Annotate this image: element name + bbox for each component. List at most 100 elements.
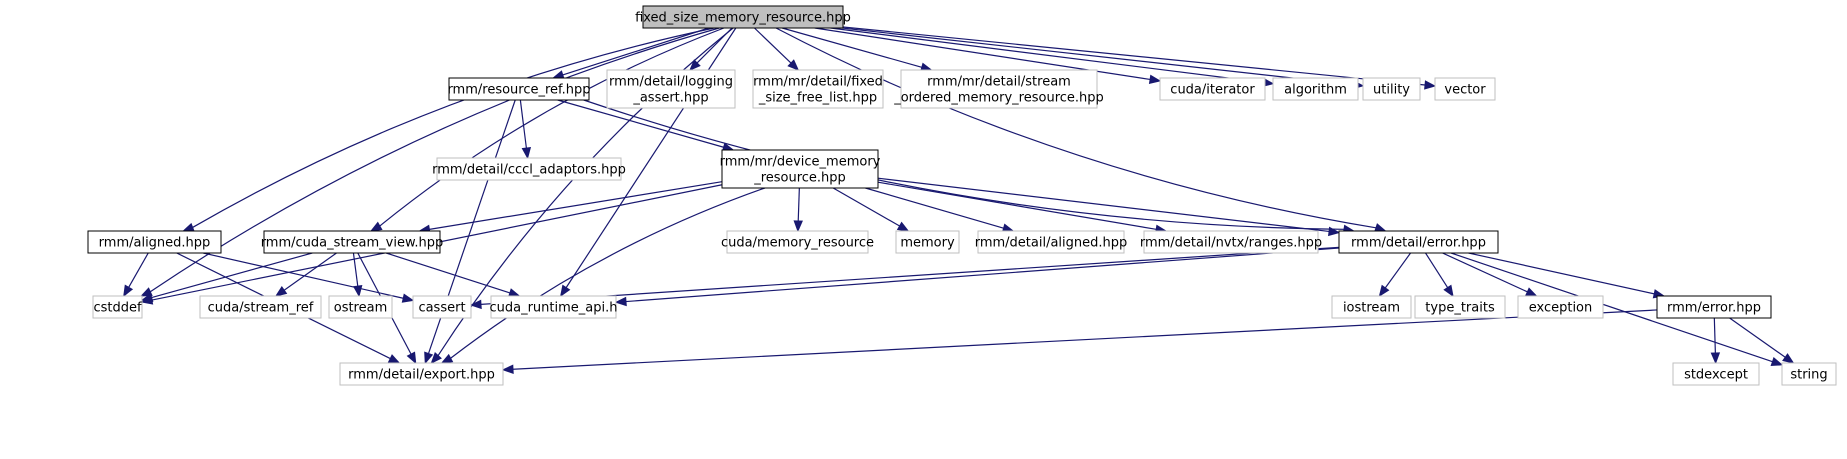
node-label: algorithm — [1284, 83, 1347, 98]
node-box — [1414, 295, 1506, 319]
node-type-traits: type_traits — [1414, 295, 1506, 319]
node-box — [1159, 77, 1266, 101]
node-box — [606, 69, 736, 109]
edge-line — [562, 27, 709, 76]
node-vector: vector — [1434, 77, 1496, 101]
arrowhead-icon — [369, 221, 383, 232]
edge-line — [832, 187, 900, 227]
node-aligned[interactable]: rmm/aligned.hpp — [87, 230, 222, 254]
arrowhead-icon — [1770, 357, 1784, 366]
arrowhead-icon — [1782, 353, 1795, 364]
edges-layer — [123, 26, 1795, 374]
node-resource-ref[interactable]: rmm/resource_ref.hpp — [447, 77, 591, 101]
edge-root-to-cuda_runtime_api — [559, 27, 737, 298]
arrowhead-icon — [274, 286, 288, 297]
edge-line — [877, 181, 1157, 230]
node-cuda-runtime-api: cuda_runtime_api.h — [489, 295, 618, 319]
arrowhead-icon — [440, 353, 454, 364]
arrowhead-icon — [401, 293, 415, 303]
edge-line — [385, 252, 511, 294]
node-label: _size_free_list.hpp — [758, 91, 877, 106]
node-label: cstddef — [93, 301, 142, 316]
arrowhead-icon — [1524, 287, 1538, 297]
node-label: utility — [1373, 83, 1410, 98]
node-label: rmm/detail/logging — [609, 75, 733, 90]
node-cstddef: cstddef — [92, 295, 143, 319]
edge-rmm_error-to-export — [501, 309, 1658, 374]
edge-line — [865, 187, 1004, 229]
edge-root-to-vector — [842, 26, 1437, 90]
arrowhead-icon — [406, 351, 417, 365]
node-iostream: iostream — [1331, 295, 1412, 319]
node-box — [726, 230, 869, 254]
node-box — [1331, 295, 1412, 319]
arrowhead-icon — [614, 296, 627, 307]
node-label: rmm/cuda_stream_view.hpp — [261, 236, 444, 251]
node-label: rmm/aligned.hpp — [99, 236, 211, 251]
node-fixed-size-free-list: rmm/mr/detail/fixed_size_free_list.hpp — [752, 69, 884, 109]
edge-line — [379, 27, 725, 227]
edge-cuda_stream_view-to-ostream — [352, 252, 363, 298]
edge-line — [151, 252, 313, 299]
node-device-memory-resource[interactable]: rmm/mr/device_memory_resource.hpp — [720, 149, 881, 189]
edge-device_memory_resource-to-memory — [832, 187, 910, 232]
arrowhead-icon — [1424, 80, 1437, 90]
edge-line — [427, 99, 516, 354]
arrowhead-icon — [689, 59, 701, 71]
node-root[interactable]: fixed_size_memory_resource.hpp — [635, 5, 851, 29]
edge-line — [1442, 252, 1528, 293]
node-cuda-stream-view[interactable]: rmm/cuda_stream_view.hpp — [261, 230, 444, 254]
node-box — [92, 295, 143, 319]
node-label: vector — [1444, 83, 1486, 98]
edge-line — [565, 27, 737, 288]
node-box — [1143, 230, 1319, 254]
node-algorithm: algorithm — [1272, 77, 1359, 101]
node-box — [1338, 230, 1499, 254]
node-box — [1672, 362, 1760, 386]
node-detail-aligned: rmm/detail/aligned.hpp — [975, 230, 1127, 254]
node-label: rmm/mr/detail/stream — [927, 75, 1071, 90]
node-cuda-stream-ref: cuda/stream_ref — [199, 295, 322, 319]
node-label: string — [1790, 368, 1827, 383]
arrowhead-icon — [1328, 226, 1341, 237]
edge-root-to-aligned — [182, 27, 715, 232]
edge-line — [512, 309, 1658, 370]
edge-detail_error-to-type_traits — [1425, 252, 1454, 298]
edge-line — [1425, 252, 1449, 288]
node-nvtx-ranges: rmm/detail/nvtx/ranges.hpp — [1140, 230, 1322, 254]
arrowhead-icon — [353, 284, 363, 298]
edge-detail_error-to-exception — [1442, 252, 1538, 297]
edge-root-to-cuda_iterator — [814, 27, 1162, 85]
edge-rmm_error-to-stdexcept — [1710, 317, 1721, 365]
node-detail-error[interactable]: rmm/detail/error.hpp — [1338, 230, 1499, 254]
edge-cuda_stream_view-to-cuda_runtime_api — [385, 252, 521, 298]
node-box — [436, 157, 622, 181]
edge-line — [450, 187, 766, 359]
edge-line — [203, 252, 404, 299]
node-box — [328, 295, 393, 319]
node-label: rmm/error.hpp — [1667, 301, 1761, 316]
arrowhead-icon — [896, 221, 910, 232]
edge-line — [781, 27, 922, 68]
node-box — [642, 5, 844, 29]
arrowhead-icon — [501, 364, 514, 374]
node-box — [1362, 77, 1421, 101]
node-box — [1434, 77, 1496, 101]
node-label: rmm/mr/detail/fixed — [753, 75, 883, 90]
node-label: rmm/detail/error.hpp — [1351, 236, 1486, 251]
node-logging-assert: rmm/detail/logging_assert.hpp — [606, 69, 736, 109]
node-rmm-error[interactable]: rmm/error.hpp — [1656, 295, 1772, 319]
node-box — [412, 295, 472, 319]
edge-line — [192, 27, 715, 228]
edge-resource_ref-to-export — [424, 99, 516, 365]
edge-root-to-fixed_size_free_list — [754, 27, 800, 71]
edge-line — [352, 252, 359, 287]
node-label: rmm/detail/cccl_adaptors.hpp — [432, 163, 626, 178]
edge-line — [583, 99, 1344, 230]
node-box — [1656, 295, 1772, 319]
edge-line — [877, 177, 1330, 233]
node-label: cassert — [418, 301, 465, 316]
arrowhead-icon — [1374, 223, 1387, 233]
edge-line — [557, 99, 724, 148]
node-box — [339, 362, 504, 386]
